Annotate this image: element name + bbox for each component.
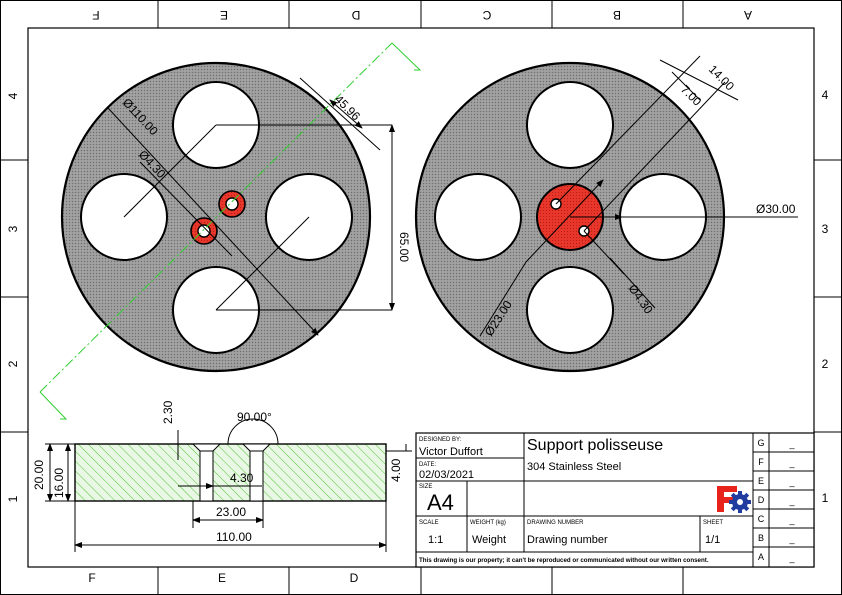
dim-65: 65.00 <box>397 232 411 262</box>
zone-row-label: 3 <box>822 222 829 236</box>
zone-col-label: B <box>613 8 621 22</box>
right-front-view: 14.00 7.00 Ø30.00 Ø23.00 Ø4.30 <box>414 55 798 373</box>
weight-value: Weight <box>472 534 506 546</box>
zone-row-label: 4 <box>822 88 829 102</box>
weight-label: WEIGHT (kg) <box>470 520 506 526</box>
dim-90-deg: 90.00° <box>237 410 272 424</box>
sheet-label: SHEET <box>703 520 723 526</box>
section-line <box>39 42 393 393</box>
revision-letter: D <box>758 495 765 505</box>
hole-left <box>434 173 522 261</box>
date-label: DATE: <box>419 462 437 468</box>
sheet-value: 1/1 <box>705 534 720 546</box>
dim-20: 20.00 <box>32 460 46 490</box>
dim-16: 16.00 <box>52 468 66 498</box>
zone-row-label: 2 <box>822 357 829 371</box>
zone-row-label: 1 <box>822 491 829 505</box>
zone-row-label: 2 <box>6 360 20 367</box>
company-logo-icon <box>717 486 751 513</box>
dim-diameter-30: Ø30.00 <box>756 202 796 216</box>
revision-value: _ <box>788 553 795 563</box>
revision-value: _ <box>788 515 795 525</box>
scale-value: 1:1 <box>428 534 443 546</box>
date-value: 02/03/2021 <box>419 469 474 481</box>
zone-labels-bottom: F E D <box>88 571 358 585</box>
hole-top <box>526 81 614 169</box>
zone-row-label: 1 <box>6 495 20 502</box>
zone-col-label: C <box>482 8 491 22</box>
revision-value: _ <box>788 534 795 544</box>
zone-col-label: E <box>220 8 228 22</box>
zone-row-label: 4 <box>6 92 20 99</box>
revision-letter: F <box>758 457 764 467</box>
revision-value: _ <box>788 458 795 468</box>
dim-4-30: 4.30 <box>230 471 254 485</box>
size-value: A4 <box>427 490 454 515</box>
zone-row-label: 3 <box>6 225 20 232</box>
revision-letter: A <box>758 552 764 562</box>
left-front-view: Ø110.00 Ø4.30 45.96 65.00 <box>39 42 422 420</box>
dim-14: 14.00 <box>706 62 737 93</box>
ownership-notice: This drawing is our property; it can't b… <box>419 557 709 564</box>
dim-45-96: 45.96 <box>332 92 363 123</box>
revision-value: _ <box>788 477 795 487</box>
dim-7: 7.00 <box>678 82 705 109</box>
section-view: 2.30 90.00° 20.00 16.00 4.00 4.30 23.00 … <box>32 400 412 552</box>
title-block: DESIGNED BY: Victor Duffort DATE: 02/03/… <box>415 432 815 568</box>
revision-letter: E <box>758 476 764 486</box>
dim-23: 23.00 <box>216 505 246 519</box>
designed-by-value: Victor Duffort <box>419 446 483 458</box>
drawing-number-label: DRAWING NUMBER <box>527 520 584 526</box>
revision-letter: G <box>757 438 764 448</box>
designed-by-label: DESIGNED BY: <box>419 437 462 443</box>
zone-col-label: A <box>744 8 752 22</box>
zone-col-label: E <box>218 571 226 585</box>
hole-bottom <box>526 266 614 354</box>
drawing-title: Support polisseuse <box>527 437 663 454</box>
revision-letter: C <box>758 514 765 524</box>
revision-letter: B <box>758 533 764 543</box>
zone-col-label: F <box>88 571 95 585</box>
revision-value: _ <box>788 496 795 506</box>
revision-value: _ <box>788 439 795 449</box>
zone-col-label: D <box>350 571 359 585</box>
dim-4: 4.00 <box>389 458 403 482</box>
zone-labels-top: F E D C B A <box>92 8 752 22</box>
drawing-number-value: Drawing number <box>527 534 608 546</box>
size-label: SIZE <box>419 484 432 490</box>
zone-labels-right: 4 3 2 1 <box>822 88 829 505</box>
zone-col-label: F <box>92 8 99 22</box>
dim-110: 110.00 <box>216 530 252 544</box>
material: 304 Stainless Steel <box>527 461 621 473</box>
zone-labels-left: 4 3 2 1 <box>6 92 20 502</box>
zone-col-label: D <box>351 8 360 22</box>
scale-label: SCALE <box>419 520 439 526</box>
dim-2-30: 2.30 <box>161 400 175 424</box>
